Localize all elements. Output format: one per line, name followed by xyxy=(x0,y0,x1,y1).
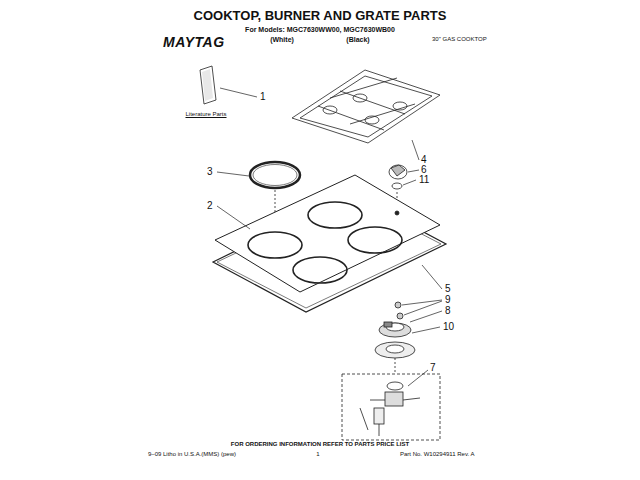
product-note: 30" GAS COOKTOP xyxy=(432,36,487,43)
model-line: For Models: MGC7630WW00, MGC7630WB00 xyxy=(245,26,395,34)
color-note: (Black) xyxy=(346,36,369,44)
callout-number: 10 xyxy=(443,321,454,332)
callout-number: 1 xyxy=(260,91,266,102)
part-name: Literature Parts xyxy=(185,111,226,118)
callout-number: 6 xyxy=(421,164,427,175)
callout-number: 3 xyxy=(207,166,213,177)
footer-note: FOR ORDERING INFORMATION REFER TO PARTS … xyxy=(231,441,409,448)
page-title: COOKTOP, BURNER AND GRATE PARTS xyxy=(194,9,447,23)
brand-logo: MAYTAG xyxy=(163,35,225,50)
callout-number: 7 xyxy=(430,362,436,373)
callout-number: 5 xyxy=(445,283,451,294)
callout-number: 11 xyxy=(419,174,429,185)
page-number: 1 xyxy=(316,451,319,458)
callout-number: 8 xyxy=(445,305,451,316)
footer-note: 9–09 Litho in U.S.A.(MMS) (pew) xyxy=(148,451,236,458)
color-note: (White) xyxy=(270,36,294,44)
callout-number: 2 xyxy=(207,200,213,211)
part-number: Part No. W10294911 Rev. A xyxy=(400,451,474,458)
callout-number: 4 xyxy=(421,154,427,165)
callout-number: 9 xyxy=(445,294,451,305)
